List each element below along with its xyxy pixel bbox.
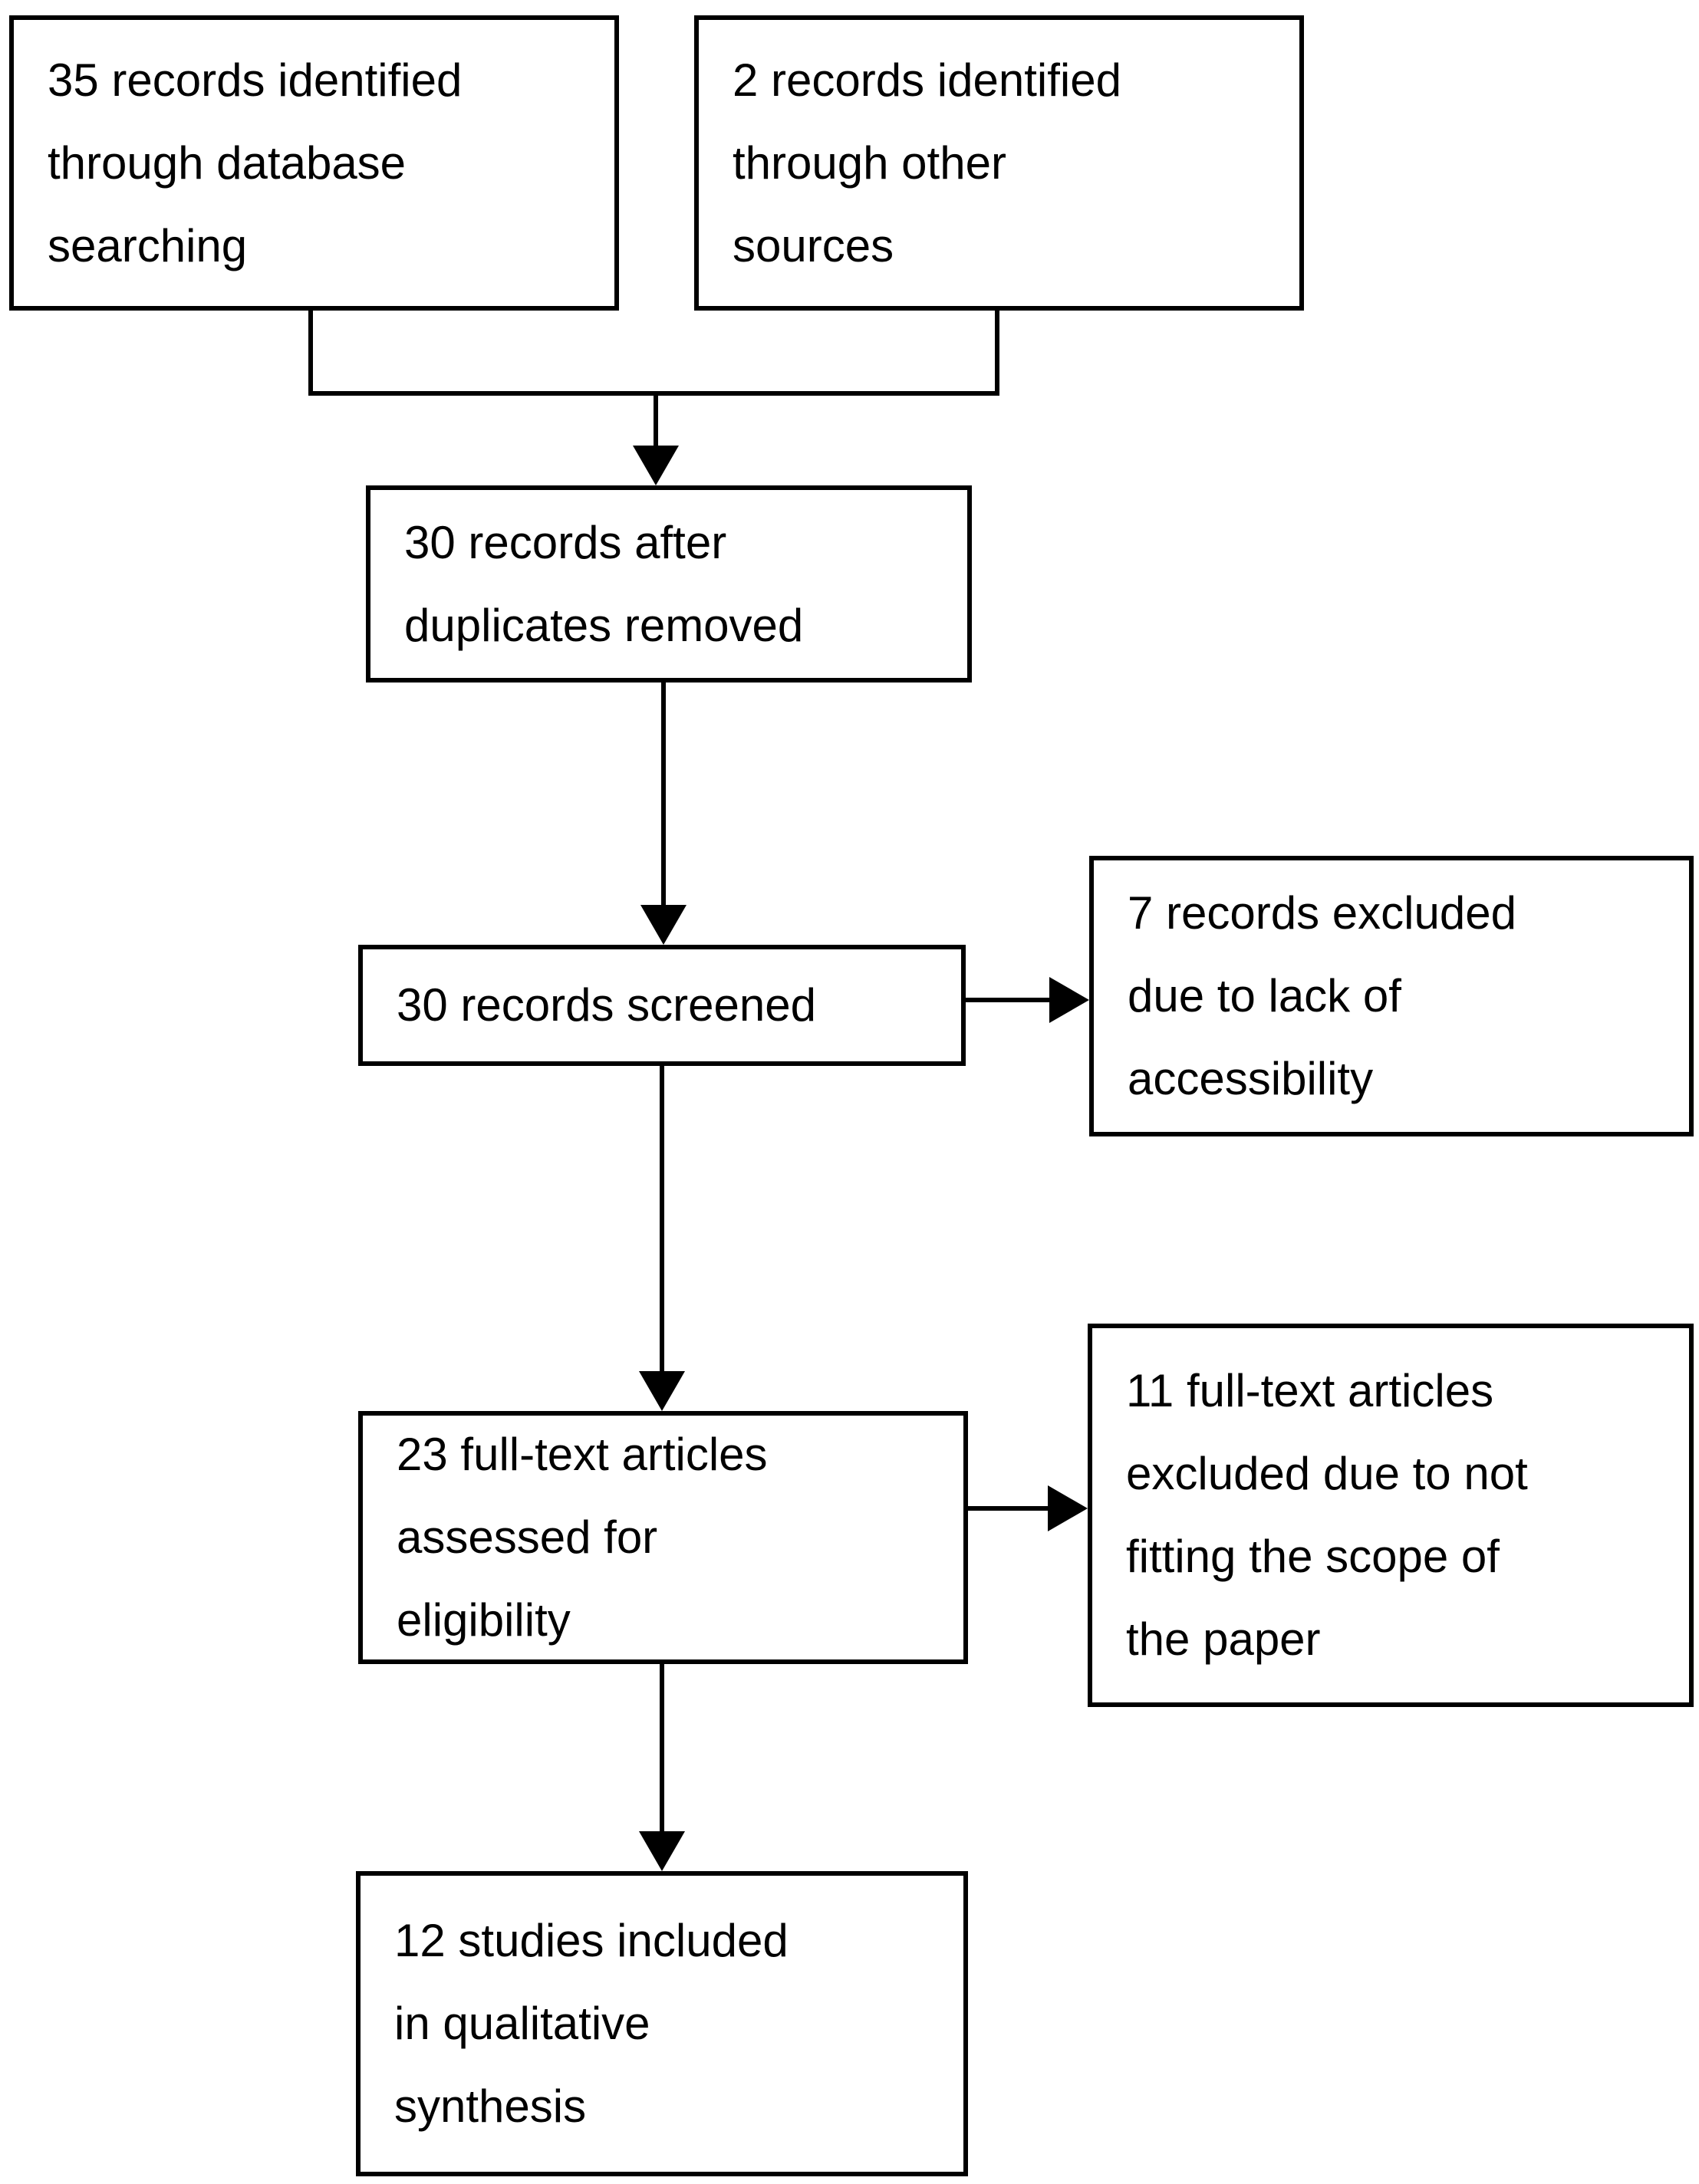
box-fulltext-assessed: 23 full-text articles assessed for eligi…: [358, 1411, 968, 1664]
box-text-line: fitting the scope of: [1126, 1531, 1500, 1582]
connector-merge-horizontal: [308, 391, 999, 396]
box-text-line: through database: [48, 136, 407, 189]
box-text-line: 30 records after: [404, 516, 727, 568]
box-text-line: synthesis: [394, 2080, 587, 2132]
box-text-line: 35 records identified: [48, 54, 463, 106]
arrowhead-down-icon: [639, 1831, 685, 1871]
connector-screened-to-fulltext: [660, 1066, 664, 1374]
arrowhead-down-icon: [640, 905, 687, 945]
box-text-line: 30 records screened: [397, 979, 816, 1031]
box-identified-database: 35 records identified through database s…: [9, 15, 619, 311]
arrowhead-right-icon: [1048, 1485, 1088, 1531]
box-text-line: assessed for: [397, 1511, 658, 1563]
box-text-line: 23 full-text articles: [397, 1429, 768, 1480]
box-fulltext-excluded: 11 full-text articles excluded due to no…: [1088, 1324, 1694, 1707]
connector-fulltext-to-excluded: [968, 1506, 1049, 1511]
connector-fulltext-to-included: [660, 1664, 664, 1834]
connector-duplicates-to-screened: [661, 682, 666, 908]
box-text-line: excluded due to not: [1126, 1448, 1528, 1499]
box-after-duplicates: 30 records after duplicates removed: [366, 485, 972, 682]
connector-identified-other-drop: [995, 309, 999, 396]
box-text-line: eligibility: [397, 1594, 571, 1646]
box-text-line: through other: [733, 136, 1006, 189]
box-text-line: 11 full-text articles: [1126, 1365, 1494, 1416]
arrowhead-right-icon: [1049, 977, 1089, 1023]
box-included-qualitative: 12 studies included in qualitative synth…: [356, 1871, 968, 2176]
box-text-line: the paper: [1126, 1613, 1321, 1665]
box-text-line: sources: [733, 219, 894, 271]
box-text-line: due to lack of: [1128, 970, 1401, 1021]
box-text-line: 12 studies included: [394, 1915, 789, 1966]
arrowhead-down-icon: [633, 446, 679, 485]
connector-merge-to-duplicates: [654, 394, 658, 449]
arrowhead-down-icon: [639, 1371, 685, 1411]
box-screened: 30 records screened: [358, 945, 966, 1066]
box-text-line: duplicates removed: [404, 599, 804, 651]
connector-identified-database-drop: [308, 309, 313, 396]
box-text-line: in qualitative: [394, 1998, 650, 2049]
box-text-line: 2 records identified: [733, 54, 1121, 106]
connector-screened-to-excluded: [966, 998, 1050, 1002]
box-excluded-screening: 7 records excluded due to lack of access…: [1089, 856, 1694, 1136]
box-text-line: searching: [48, 219, 248, 271]
box-identified-other: 2 records identified through other sourc…: [694, 15, 1304, 311]
box-text-line: accessibility: [1128, 1053, 1374, 1104]
box-text-line: 7 records excluded: [1128, 887, 1516, 939]
